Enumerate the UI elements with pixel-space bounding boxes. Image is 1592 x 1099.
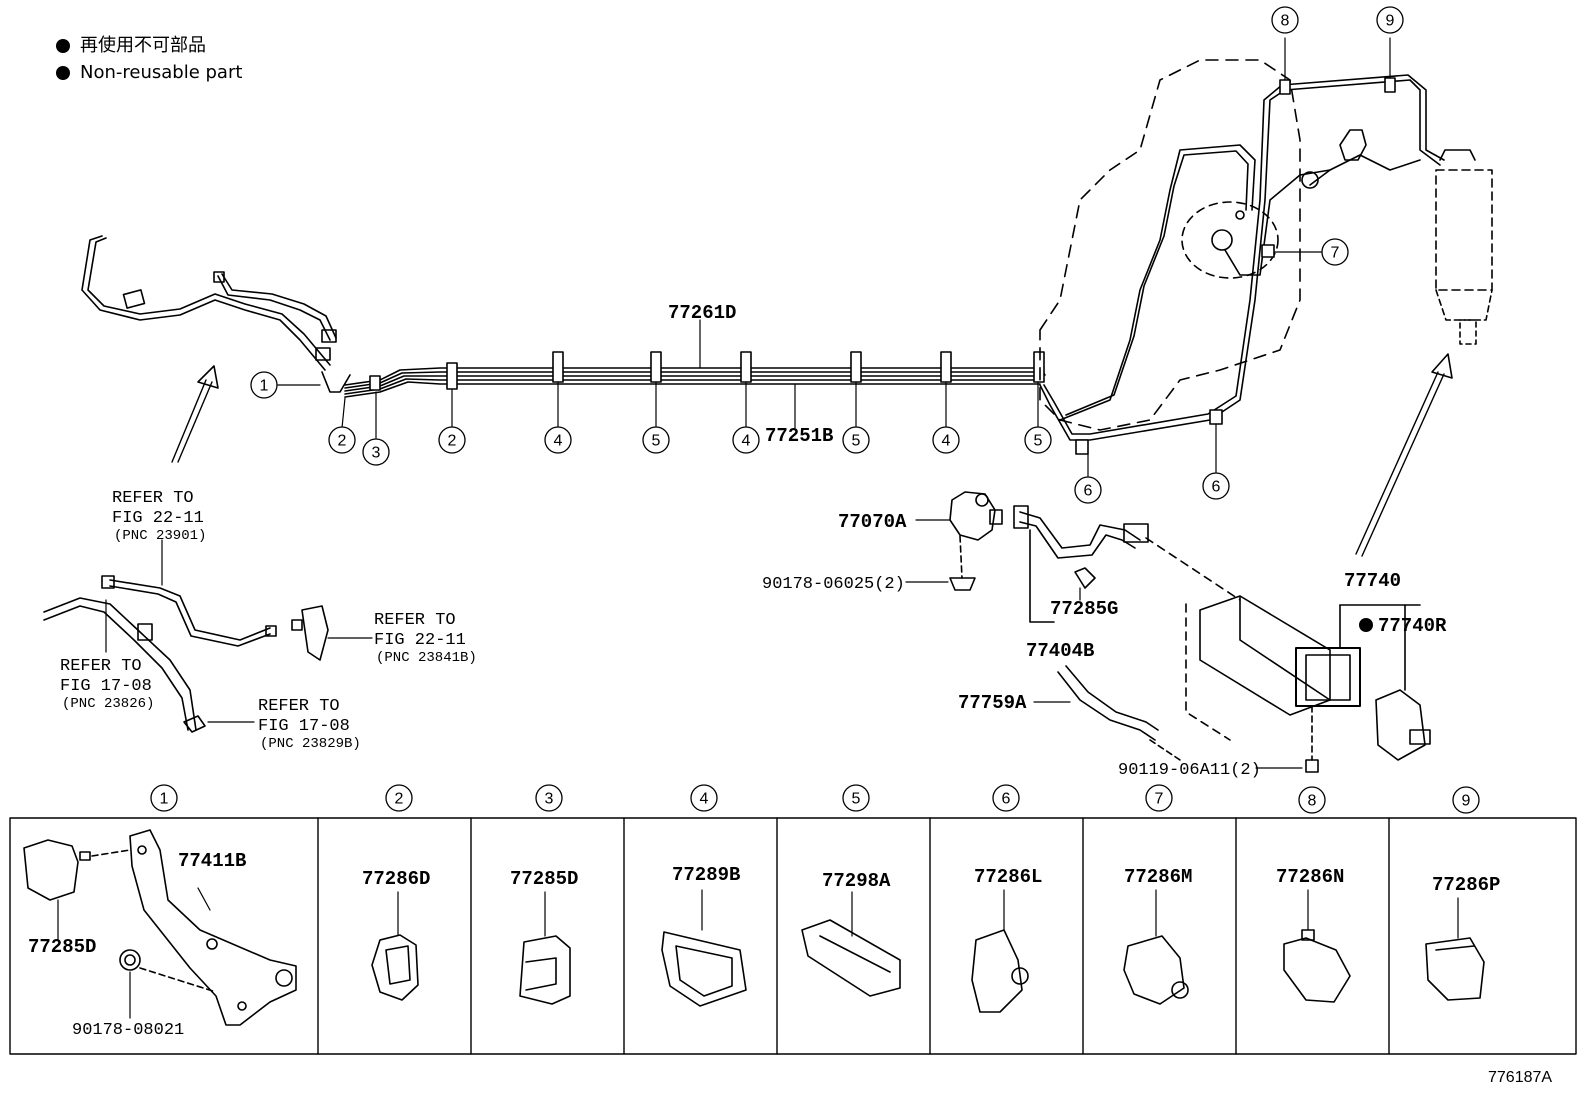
ref1-line2: FIG 22-11 (112, 509, 204, 528)
callout-3: 3 (372, 445, 381, 462)
panel-2-clip (371, 891, 419, 1001)
ref1-line3: (PNC 23901) (114, 528, 206, 544)
hose-a (1057, 671, 1156, 741)
part-77285D: 77285D (510, 868, 578, 890)
ref4-line1: REFER TO (258, 697, 340, 716)
callout-4: 4 (554, 433, 563, 450)
non-reusable-marker (1359, 618, 1373, 632)
part-90178-08021: 90178-08021 (72, 1021, 184, 1040)
part-77070A: 77070A (838, 511, 907, 533)
part-77740R: 77740R (1378, 615, 1447, 637)
panel-callout-1: 1 (160, 791, 169, 808)
panel-callout-5: 5 (852, 791, 861, 808)
callout-1: 1 (260, 378, 269, 395)
leader-lines (277, 319, 1039, 439)
part-77285G: 77285G (1050, 598, 1118, 620)
filler-pipe-assembly (81, 235, 351, 393)
panel-5-clip (801, 891, 901, 997)
panel-callout-8: 8 (1308, 793, 1317, 810)
ref3-line2: FIG 17-08 (60, 677, 152, 696)
panel-7-clip (1123, 889, 1189, 1005)
fuel-tank-outline (1039, 59, 1301, 431)
panel-callout-2: 2 (395, 791, 404, 808)
panel-9-clip (1425, 897, 1485, 1001)
part-77286M: 77286M (1124, 866, 1192, 888)
non-reusable-dot-icon (56, 65, 70, 80)
part-77285D: 77285D (28, 936, 96, 958)
hose-assembly (1013, 505, 1241, 623)
part-77411B: 77411B (178, 850, 246, 872)
ref4-line3: (PNC 23829B) (260, 736, 361, 752)
panel-3-clip (519, 891, 571, 1005)
part-77286P: 77286P (1432, 874, 1500, 896)
panel-callout-6: 6 (1002, 791, 1011, 808)
charcoal-canister (1185, 595, 1421, 773)
legend-row-en: Non-reusable part (56, 59, 242, 86)
ref2-line2: FIG 22-11 (374, 631, 466, 650)
panel-callout-9: 9 (1462, 793, 1471, 810)
vent-valve (905, 491, 1003, 591)
ref3-line1: REFER TO (60, 657, 142, 676)
ref1-line1: REFER TO (112, 489, 194, 508)
callout-4: 4 (942, 433, 951, 450)
part-77740: 77740 (1344, 570, 1401, 592)
legend-row-jp: 再使用不可部品 (56, 32, 242, 59)
callout-5: 5 (1034, 433, 1043, 450)
part-77286N: 77286N (1276, 866, 1344, 888)
callout-7: 7 (1331, 245, 1340, 262)
ref2-line1: REFER TO (374, 611, 456, 630)
callout-circles (150, 6, 1480, 814)
ref4-line2: FIG 17-08 (258, 717, 350, 736)
part-77759A: 77759A (958, 692, 1027, 714)
legend: 再使用不可部品 Non-reusable part (56, 32, 242, 86)
figure-id: 776187A (1488, 1069, 1552, 1086)
callout-9: 9 (1386, 13, 1395, 30)
part-77404B: 77404B (1026, 640, 1094, 662)
part-77261D: 77261D (668, 302, 736, 324)
part-77286L: 77286L (974, 866, 1042, 888)
panel-4-clip (661, 889, 747, 1007)
part-90119-06A11: 90119-06A11(2) (1118, 761, 1261, 780)
non-reusable-dot-icon (56, 38, 70, 53)
part-77289B: 77289B (672, 864, 740, 886)
part-77286D: 77286D (362, 868, 430, 890)
referenced-pipes (43, 539, 373, 733)
callout-2: 2 (338, 433, 347, 450)
part-77298A: 77298A (822, 870, 891, 892)
part-90178-06025: 90178-06025(2) (762, 575, 905, 594)
callout-6: 6 (1084, 483, 1093, 500)
ref2-line3: (PNC 23841B) (376, 650, 477, 666)
panel-1-drawing (23, 829, 297, 1026)
panel-callout-4: 4 (700, 791, 709, 808)
panel-6-clip (971, 889, 1029, 1013)
detail-panels-frame (9, 817, 1577, 1055)
panel-callout-3: 3 (545, 791, 554, 808)
legend-jp-text: 再使用不可部品 (80, 35, 206, 56)
canister-cap (1375, 689, 1431, 761)
ref3-line3: (PNC 23826) (62, 696, 154, 712)
callout-5: 5 (652, 433, 661, 450)
callout-8: 8 (1281, 13, 1290, 30)
callout-6: 6 (1212, 479, 1221, 496)
panel-callout-7: 7 (1155, 791, 1164, 808)
part-77251B: 77251B (765, 425, 833, 447)
legend-en-text: Non-reusable part (80, 62, 243, 83)
panel-8-clip (1283, 889, 1351, 1003)
callout-4: 4 (742, 433, 751, 450)
callout-5: 5 (852, 433, 861, 450)
callout-2: 2 (448, 433, 457, 450)
